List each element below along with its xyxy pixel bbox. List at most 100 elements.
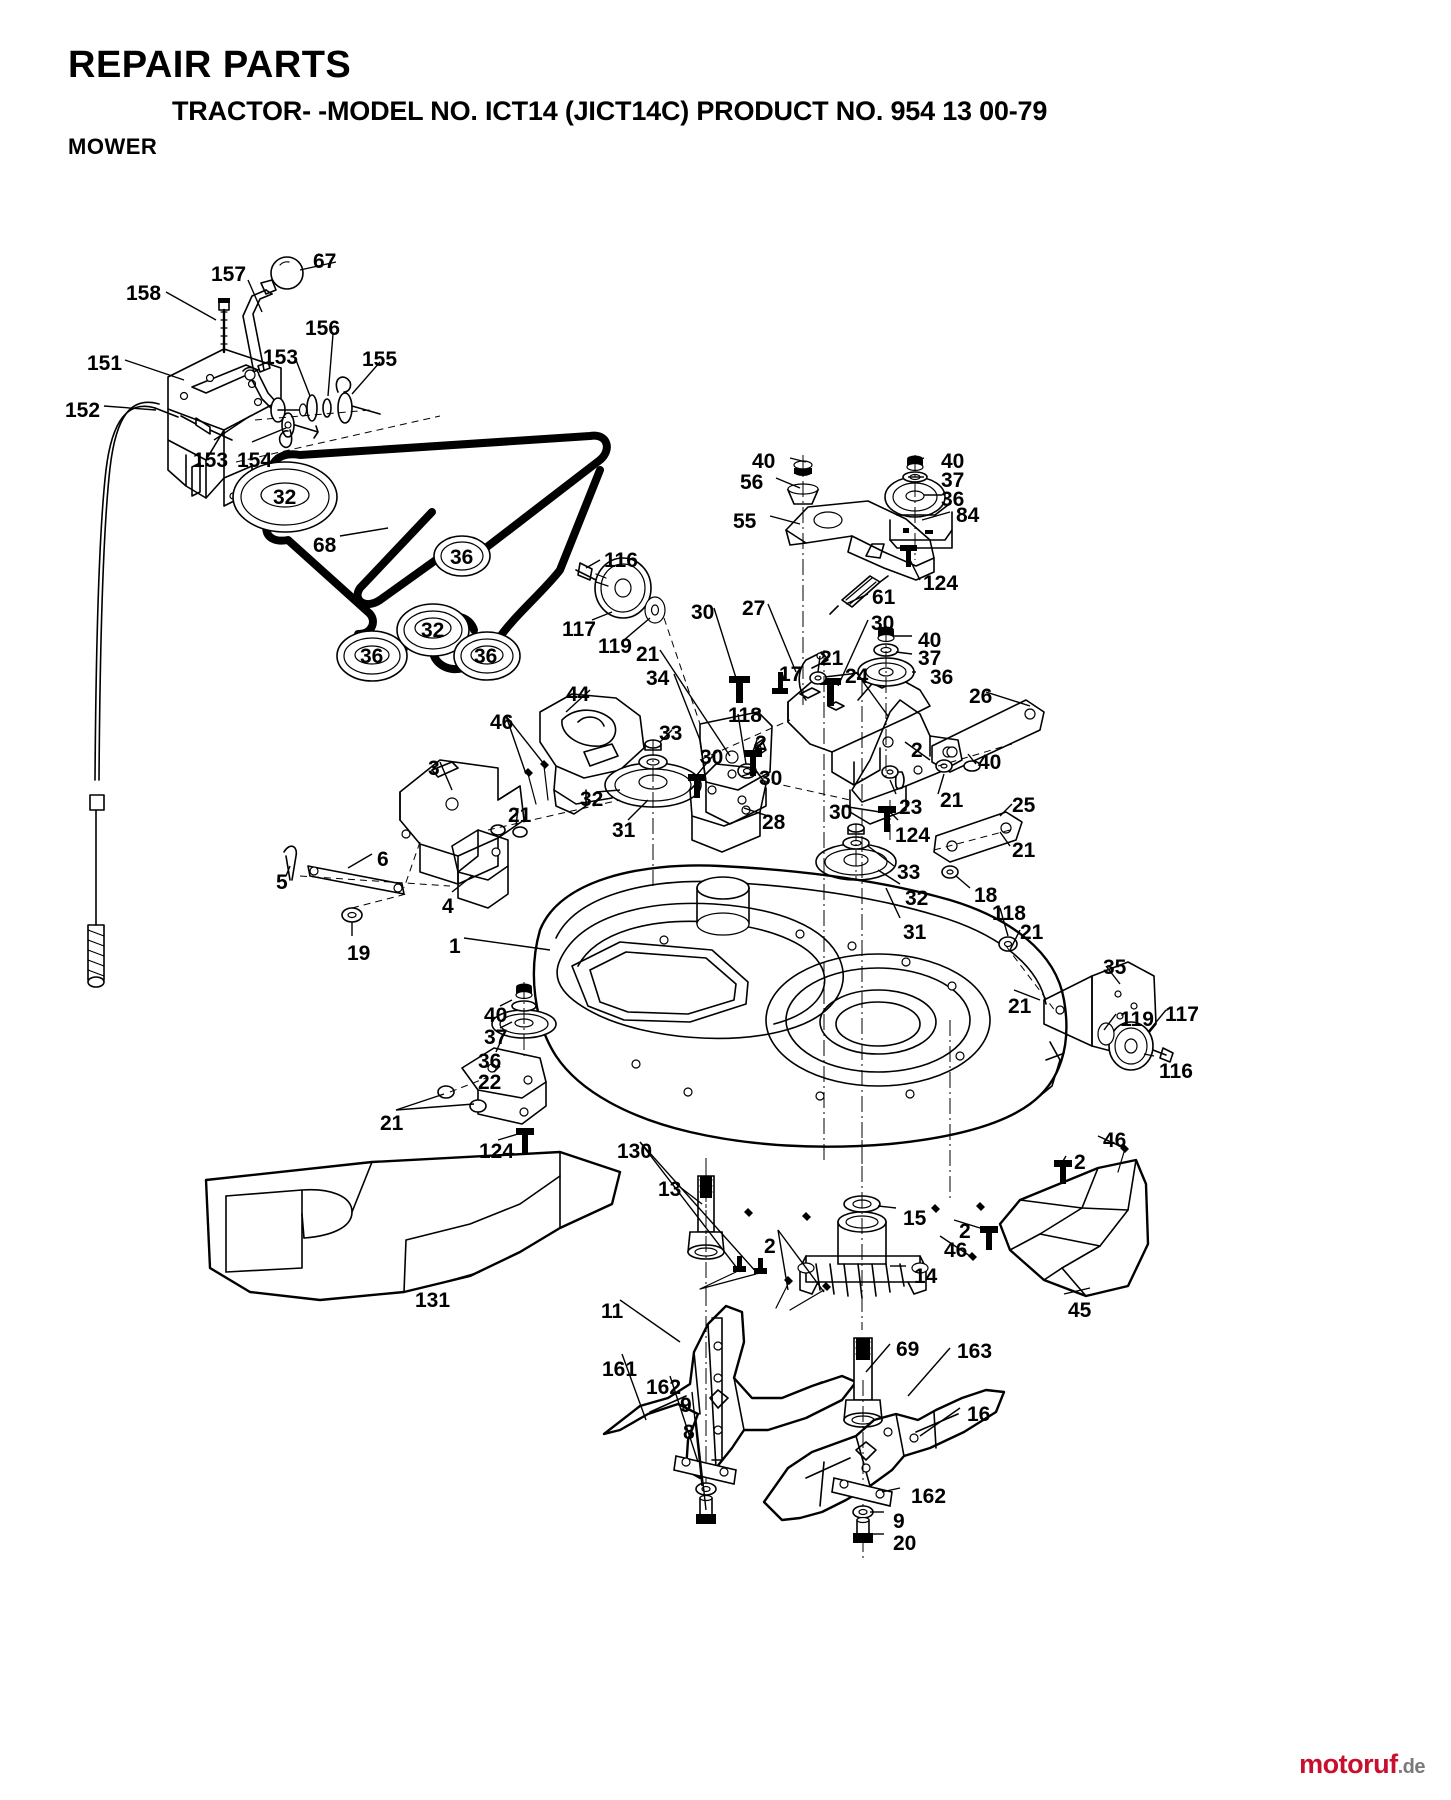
housing-14-15 xyxy=(797,1140,929,1330)
callout-158: 158 xyxy=(126,282,162,305)
callout-2: 2 xyxy=(764,1235,776,1258)
bracket-55 xyxy=(785,500,935,581)
callout-69: 69 xyxy=(896,1338,920,1361)
callout-68: 68 xyxy=(313,534,337,557)
callout-130: 130 xyxy=(617,1140,653,1163)
nut-21-a xyxy=(809,671,827,685)
callout-25: 25 xyxy=(1012,794,1036,817)
callout-23: 23 xyxy=(899,796,923,819)
callout-34: 34 xyxy=(646,667,670,690)
deflector-45 xyxy=(998,1158,1150,1298)
callout-40: 40 xyxy=(941,450,965,473)
callout-40: 40 xyxy=(484,1004,508,1027)
callout-20: 20 xyxy=(893,1532,917,1555)
bracket-22 xyxy=(461,1047,547,1125)
section-title: MOWER xyxy=(68,134,158,159)
callout-21: 21 xyxy=(1020,921,1044,944)
callout-36: 36 xyxy=(941,488,965,511)
callout-153: 153 xyxy=(193,449,229,472)
bolt-30-a xyxy=(729,676,750,703)
callout-17: 17 xyxy=(779,663,803,686)
bolts-46-c xyxy=(968,1226,998,1261)
model-subtitle: TRACTOR- -MODEL NO. ICT14 (JICT14C) PROD… xyxy=(172,96,1048,126)
bolt-46-a xyxy=(524,760,549,805)
spindle-69 xyxy=(843,1337,883,1428)
callout-124: 124 xyxy=(923,572,959,595)
rod-6 xyxy=(307,865,405,895)
watermark-tld: .de xyxy=(1397,1756,1426,1778)
nut-118-a xyxy=(737,763,757,779)
nut-19 xyxy=(341,907,363,923)
callout-36: 36 xyxy=(474,645,498,668)
centerlines xyxy=(235,409,1057,1250)
callout-21: 21 xyxy=(636,643,660,666)
callout-36: 36 xyxy=(450,546,474,569)
callout-2: 2 xyxy=(755,732,767,755)
callout-30: 30 xyxy=(691,601,715,624)
callout-40: 40 xyxy=(918,629,942,652)
bolt-124-b xyxy=(878,806,896,832)
callout-153: 153 xyxy=(263,346,299,369)
callout-32: 32 xyxy=(580,788,604,811)
idler-117-119 xyxy=(575,557,701,725)
nut-18 xyxy=(941,865,959,879)
callout-5: 5 xyxy=(276,871,288,894)
callout-14: 14 xyxy=(914,1265,938,1288)
callout-55: 55 xyxy=(733,510,757,533)
callout-151: 151 xyxy=(87,352,123,375)
callout-3: 3 xyxy=(428,757,440,780)
callout-117: 117 xyxy=(562,618,596,641)
spindle-13 xyxy=(687,1158,725,1300)
nut-118-b xyxy=(998,936,1018,952)
bolt-124-c xyxy=(516,1128,534,1154)
callout-124: 124 xyxy=(895,824,931,847)
callout-31: 31 xyxy=(612,819,636,842)
lift-bracket-151 xyxy=(167,348,282,507)
callout-37: 37 xyxy=(918,647,942,670)
bolt-158 xyxy=(218,298,230,354)
callout-16: 16 xyxy=(967,1403,991,1426)
callout-124: 124 xyxy=(479,1140,515,1163)
callout-8: 8 xyxy=(683,1421,695,1444)
callout-21: 21 xyxy=(820,647,844,670)
callout-35: 35 xyxy=(1103,956,1127,979)
callout-40: 40 xyxy=(752,450,776,473)
callout-163: 163 xyxy=(957,1340,993,1363)
pin-154 xyxy=(278,412,319,449)
callout-27: 27 xyxy=(742,597,766,620)
blade-11 xyxy=(602,1290,858,1520)
callout-32: 32 xyxy=(421,619,445,642)
callout-19: 19 xyxy=(347,942,371,965)
callout-119: 119 xyxy=(598,635,632,658)
callout-152: 152 xyxy=(65,399,101,422)
callout-21: 21 xyxy=(940,789,964,812)
callout-116: 116 xyxy=(1159,1060,1193,1083)
callout-1: 1 xyxy=(449,935,461,958)
callout-4: 4 xyxy=(442,895,454,918)
callout-36: 36 xyxy=(360,645,384,668)
callout-2: 2 xyxy=(911,739,923,762)
callout-2: 2 xyxy=(1074,1151,1086,1174)
callout-37: 37 xyxy=(941,469,965,492)
bracket-3 xyxy=(399,759,525,885)
callout-30: 30 xyxy=(871,612,895,635)
pulley-32-deck-right xyxy=(815,823,897,881)
callout-84: 84 xyxy=(956,504,980,527)
callout-118: 118 xyxy=(992,902,1026,925)
link-25 xyxy=(933,811,1023,863)
callout-15: 15 xyxy=(903,1207,927,1230)
washer-9-a xyxy=(695,1482,717,1496)
cable-152 xyxy=(87,401,233,988)
callout-156: 156 xyxy=(305,317,341,340)
callout-61: 61 xyxy=(872,586,896,609)
bolts-130 xyxy=(699,1256,767,1290)
callout-11: 11 xyxy=(601,1300,624,1323)
callout-18: 18 xyxy=(974,884,998,907)
callout-44: 44 xyxy=(566,683,590,706)
callout-32: 32 xyxy=(905,887,929,910)
callout-30: 30 xyxy=(759,767,783,790)
callout-40: 40 xyxy=(978,751,1002,774)
callout-22: 22 xyxy=(478,1071,502,1094)
callout-24: 24 xyxy=(845,665,869,688)
bolt-20 xyxy=(853,1516,873,1543)
